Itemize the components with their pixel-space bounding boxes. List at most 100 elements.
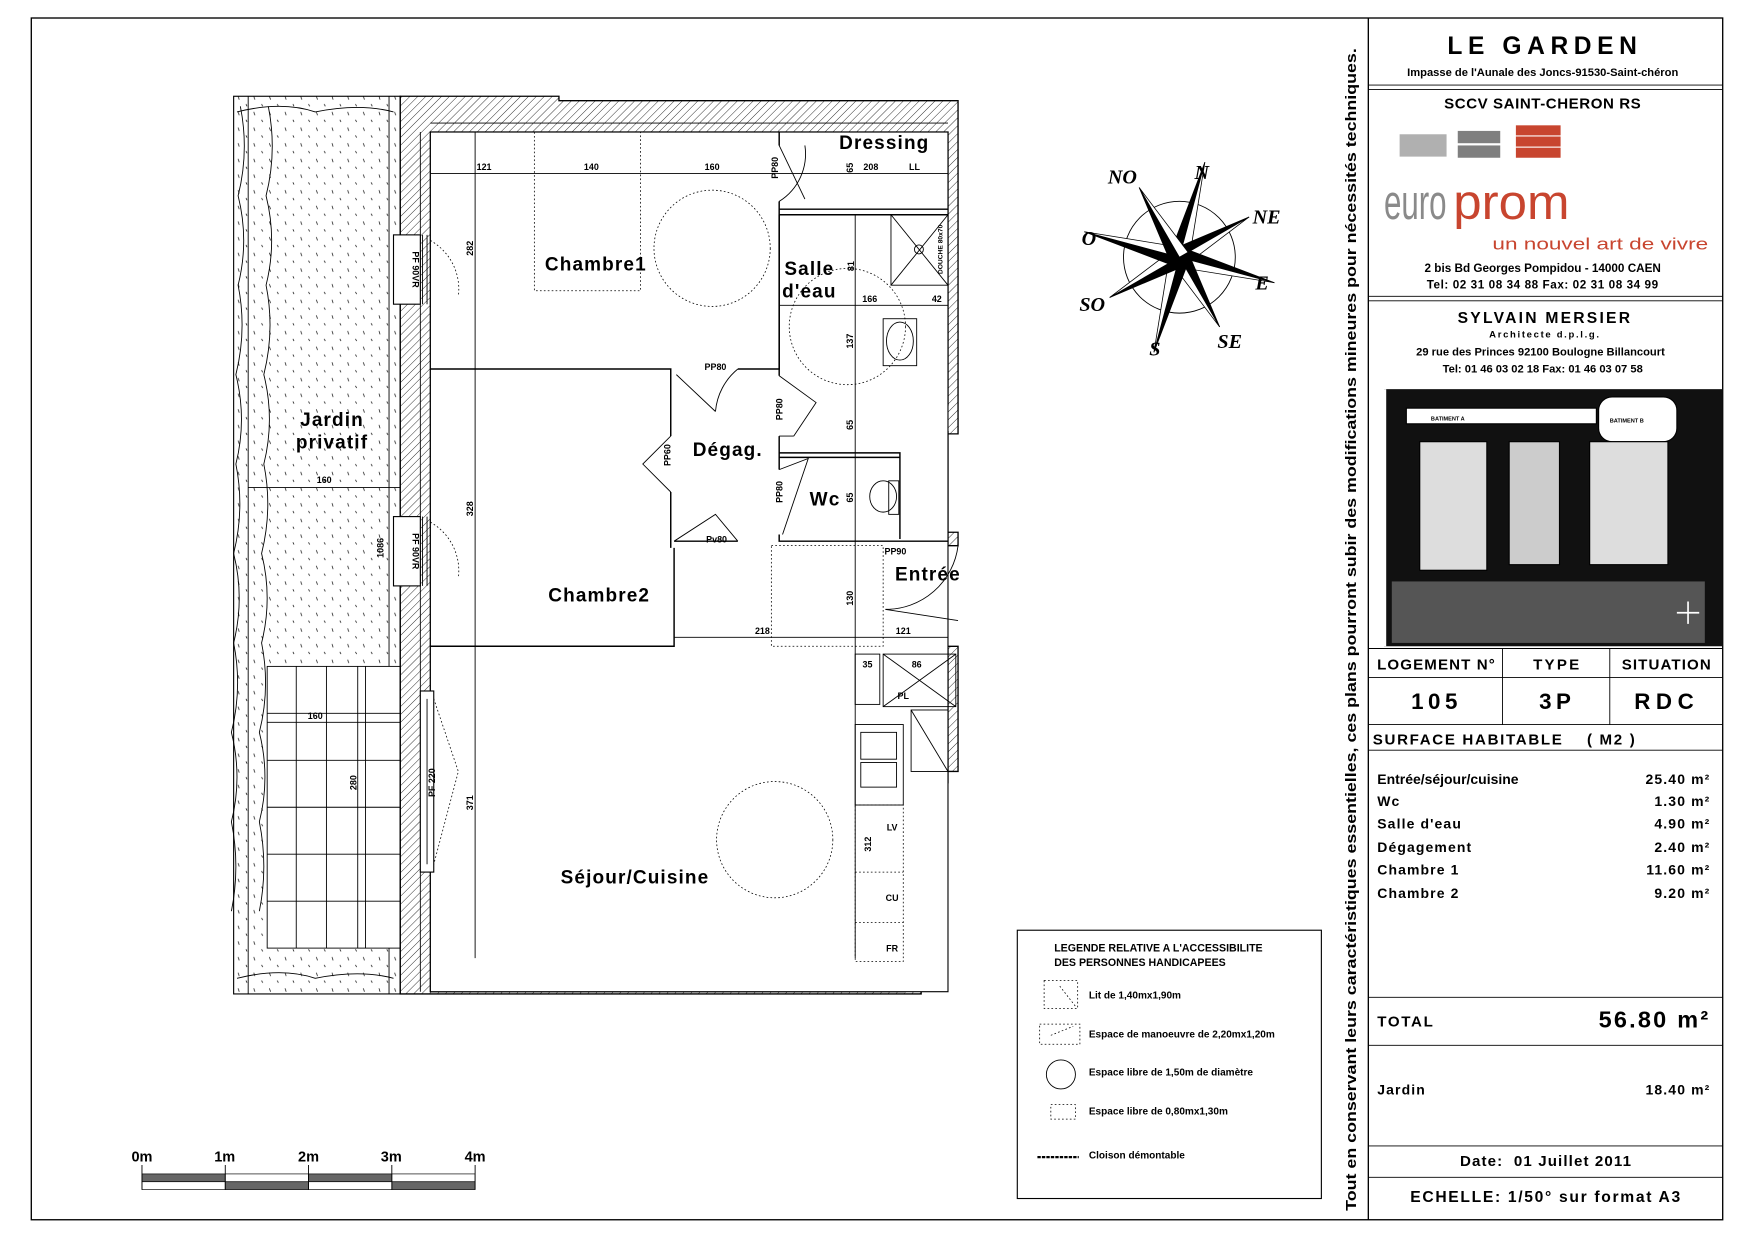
svg-text:Chambre 1: Chambre 1 — [1377, 861, 1459, 877]
svg-text:121: 121 — [896, 626, 911, 636]
title-block: LE GARDEN Impasse de l'Aunale des Joncs-… — [1367, 18, 1723, 1220]
svg-text:312: 312 — [863, 837, 873, 852]
svg-text:2 bis Bd Georges Pompidou - 14: 2 bis Bd Georges Pompidou - 14000 CAEN — [1425, 262, 1661, 275]
svg-text:25.40 m²: 25.40 m² — [1646, 771, 1711, 787]
svg-text:TOTAL: TOTAL — [1377, 1013, 1434, 1030]
svg-text:Entrée/séjour/cuisine: Entrée/séjour/cuisine — [1377, 771, 1519, 787]
svg-text:1.30 m²: 1.30 m² — [1654, 793, 1710, 809]
logement-situation: RDC — [1634, 689, 1699, 714]
site-location-map: BATIMENT A BATIMENT B — [1377, 389, 1723, 647]
svg-text:81: 81 — [846, 261, 856, 271]
dim-terrace-width: 160 — [308, 711, 323, 721]
svg-text:Espace de manoeuvre de 2,20mx1: Espace de manoeuvre de 2,20mx1,20m — [1089, 1030, 1275, 1041]
window-pf-chambre2: PF 90VR — [392, 516, 460, 587]
svg-text:2.40 m²: 2.40 m² — [1654, 839, 1710, 855]
svg-text:42: 42 — [932, 294, 942, 304]
svg-text:LL: LL — [909, 162, 920, 172]
disclaimer-note: Tout en conservant leurs caractéristique… — [1344, 48, 1360, 1211]
svg-text:SITUATION: SITUATION — [1622, 657, 1712, 674]
scale-segment — [141, 1173, 226, 1183]
svg-text:DES PERSONNES HANDICAPEES: DES PERSONNES HANDICAPEES — [1054, 957, 1226, 969]
toilet — [869, 480, 898, 513]
svg-text:PP80: PP80 — [775, 398, 785, 420]
svg-text:PF 90VR: PF 90VR — [411, 533, 421, 570]
svg-text:PF 220: PF 220 — [427, 768, 437, 797]
scale-tick-4: 4m — [465, 1150, 486, 1166]
room-label-entree: Entrée — [895, 564, 961, 585]
svg-text:65: 65 — [845, 163, 855, 173]
kitchen-counter — [854, 804, 904, 962]
room-label-chambre1: Chambre1 — [545, 255, 647, 276]
room-labels: Chambre1 Salle d'eau Dégag. Wc Chambre2 … — [545, 133, 961, 888]
svg-text:BATIMENT A: BATIMENT A — [1431, 416, 1465, 422]
room-label-privatif: privatif — [296, 432, 368, 453]
room-label-chambre2: Chambre2 — [548, 586, 650, 607]
compass-s: S — [1149, 339, 1160, 361]
svg-text:Tel: 02 31 08 34 88 Fax: 02 31: Tel: 02 31 08 34 88 Fax: 02 31 08 34 99 — [1427, 279, 1659, 292]
dimension-labels: 121 140 160 65 208 LL 282 328 371 81 166… — [465, 157, 942, 954]
svg-text:9.20 m²: 9.20 m² — [1654, 885, 1710, 901]
washbasin — [886, 321, 914, 361]
svg-text:PP80: PP80 — [770, 157, 780, 179]
dimension-lines — [430, 132, 948, 959]
room-label-salle: Salle — [784, 259, 834, 280]
svg-text:FR: FR — [886, 943, 898, 953]
logement-type: 3P — [1539, 689, 1575, 714]
europrom-logo: euro prom un nouvel art de vivre — [1384, 125, 1708, 253]
scale-segment — [391, 1173, 476, 1183]
svg-text:Espace libre de 1,50m de diamè: Espace libre de 1,50m de diamètre — [1089, 1068, 1254, 1079]
scale-segment — [224, 1181, 309, 1190]
room-label-jardin: Jardin — [300, 410, 364, 431]
dim-garden-length: 1086 — [375, 538, 385, 558]
logo-prom: prom — [1453, 175, 1569, 230]
client-name: SCCV SAINT-CHERON RS — [1444, 96, 1641, 113]
svg-text:PP80: PP80 — [705, 362, 727, 372]
svg-text:218: 218 — [755, 626, 770, 636]
compass-se: SE — [1217, 331, 1242, 353]
svg-text:DOUCHE 80x70: DOUCHE 80x70 — [937, 224, 944, 274]
compass-so: SO — [1079, 294, 1105, 316]
scale-segment — [308, 1173, 393, 1183]
svg-text:Espace libre de 0,80mx1,30m: Espace libre de 0,80mx1,30m — [1089, 1107, 1228, 1118]
dim-terrace-length: 280 — [349, 775, 359, 790]
svg-text:TYPE: TYPE — [1533, 657, 1581, 674]
storage-pl — [882, 653, 957, 708]
compass-e: E — [1254, 273, 1268, 295]
window-pf-sejour: PF 220 — [419, 690, 459, 873]
svg-text:PP60: PP60 — [663, 444, 673, 466]
dim-garden-width: 160 — [317, 475, 332, 485]
svg-text:LEGENDE RELATIVE A L'ACCESSIBI: LEGENDE RELATIVE A L'ACCESSIBILITE — [1054, 942, 1262, 954]
svg-text:BATIMENT B: BATIMENT B — [1610, 419, 1644, 425]
svg-text:Dégagement: Dégagement — [1377, 839, 1472, 855]
scale-tick-0: 0m — [131, 1150, 152, 1166]
svg-text:Pv80: Pv80 — [706, 534, 727, 544]
accessibility-legend: LEGENDE RELATIVE A L'ACCESSIBILITE DES P… — [1016, 929, 1322, 1200]
window-pf-chambre1: PF 90VR — [392, 234, 460, 305]
compass-rose: N NE E SE S SO O NO — [1079, 162, 1280, 361]
svg-text:4.90 m²: 4.90 m² — [1654, 815, 1710, 831]
svg-text:282: 282 — [465, 241, 475, 256]
project-address: Impasse de l'Aunale des Joncs-91530-Sain… — [1407, 67, 1678, 79]
private-garden: Jardin privatif 160 1086 160 280 — [230, 95, 401, 995]
logo-euro: euro — [1384, 175, 1447, 230]
exterior-walls — [399, 95, 959, 995]
svg-text:PF 90VR: PF 90VR — [411, 251, 421, 288]
svg-text:Wc: Wc — [1377, 793, 1400, 809]
room-label-wc: Wc — [810, 489, 841, 510]
plan-date: Date: 01 Juillet 2011 — [1460, 1153, 1632, 1170]
room-label-deau: d'eau — [782, 281, 836, 302]
svg-text:LOGEMENT N°: LOGEMENT N° — [1377, 657, 1496, 674]
surface-list: Entrée/séjour/cuisine 25.40 m² Wc 1.30 m… — [1377, 771, 1711, 901]
compass-no: NO — [1107, 166, 1137, 188]
logement-number: 105 — [1411, 689, 1462, 714]
svg-text:LV: LV — [887, 823, 898, 833]
svg-text:86: 86 — [912, 660, 922, 670]
scale-segment — [391, 1181, 476, 1190]
svg-text:Architecte d.p.l.g.: Architecte d.p.l.g. — [1489, 330, 1601, 341]
svg-text:Lit de 1,40mx1,90m: Lit de 1,40mx1,90m — [1089, 990, 1181, 1001]
room-label-dressing: Dressing — [839, 133, 929, 154]
scale-tick-3: 3m — [381, 1150, 402, 1166]
svg-text:Jardin: Jardin — [1377, 1082, 1426, 1098]
interior-partitions: DOUCHE 80x70 — [430, 131, 959, 962]
